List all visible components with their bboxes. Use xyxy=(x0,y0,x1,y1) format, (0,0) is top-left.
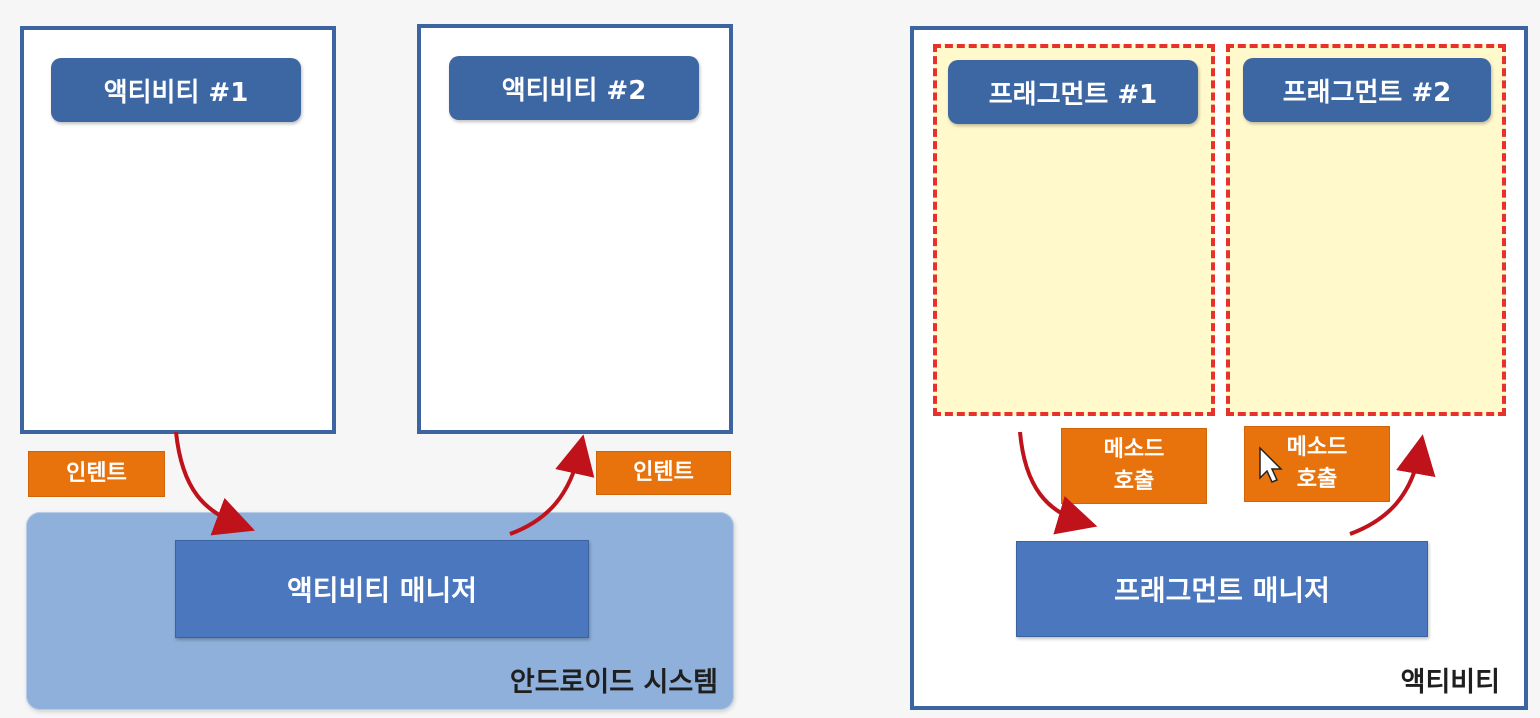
method-call-right-line1: 메소드 xyxy=(1286,435,1348,460)
intent-badge-left: 인텐트 xyxy=(28,451,165,497)
activity-2-label: 액티비티 #2 xyxy=(449,56,699,120)
mouse-pointer-icon xyxy=(1259,446,1283,483)
fragment-2-label: 프래그먼트 #2 xyxy=(1243,58,1491,122)
intent-badge-right: 인텐트 xyxy=(596,451,731,495)
method-call-right-line2: 호출 xyxy=(1296,467,1338,492)
fragment-1-label: 프래그먼트 #1 xyxy=(948,60,1198,124)
arrow-manager-to-activity2-icon xyxy=(509,434,595,536)
arrow-manager-to-fragment2-icon xyxy=(1349,434,1436,536)
activity-container-label: 액티비티 xyxy=(1400,667,1500,698)
method-call-badge-left: 메소드 호출 xyxy=(1061,428,1207,504)
arrow-fragment1-to-manager-icon xyxy=(1018,431,1098,535)
method-call-left-line1: 메소드 xyxy=(1103,437,1165,462)
arrow-activity1-to-manager-icon xyxy=(174,431,255,536)
activity-1-label: 액티비티 #1 xyxy=(51,58,301,122)
android-system-label: 안드로이드 시스템 xyxy=(509,667,718,698)
activity-manager-box: 액티비티 매니저 xyxy=(175,540,589,638)
fragment-manager-box: 프래그먼트 매니저 xyxy=(1016,541,1428,637)
method-call-left-line2: 호출 xyxy=(1113,469,1155,494)
